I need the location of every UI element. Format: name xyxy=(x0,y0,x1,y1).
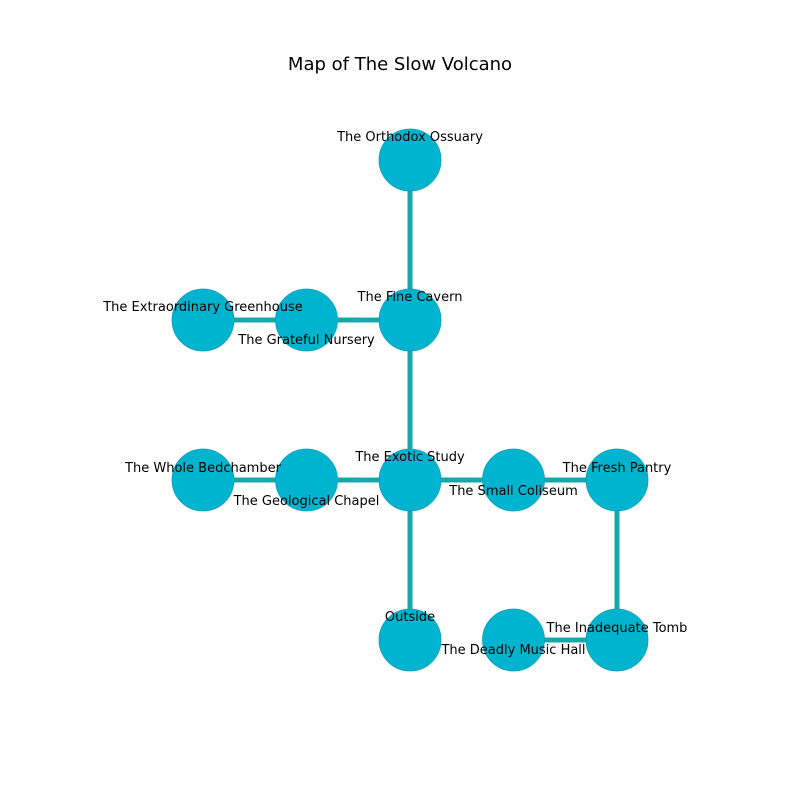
room-label-ossuary: The Orthodox Ossuary xyxy=(336,130,483,145)
room-label-nursery: The Grateful Nursery xyxy=(237,333,375,348)
room-node-outside xyxy=(378,608,442,672)
room-node-coliseum xyxy=(482,448,545,512)
connections-layer xyxy=(203,160,620,643)
room-node-greenhouse xyxy=(171,288,235,352)
room-label-bedchamber: The Whole Bedchamber xyxy=(124,461,282,476)
room-node-cavern xyxy=(378,288,442,352)
room-node-nursery xyxy=(275,288,338,352)
room-node-chapel xyxy=(275,448,338,512)
map-title: Map of The Slow Volcano xyxy=(287,54,513,75)
room-label-study: The Exotic Study xyxy=(354,450,465,465)
room-label-chapel: The Geological Chapel xyxy=(233,494,380,509)
room-node-study xyxy=(378,448,442,512)
room-label-cavern: The Fine Cavern xyxy=(357,290,463,305)
room-label-outside: Outside xyxy=(385,610,435,625)
room-node-ossuary xyxy=(378,128,442,192)
room-label-musichall: The Deadly Music Hall xyxy=(440,643,585,658)
room-label-tomb: The Inadequate Tomb xyxy=(546,621,688,636)
room-node-tomb xyxy=(585,608,649,672)
room-label-pantry: The Fresh Pantry xyxy=(562,461,672,476)
room-label-coliseum: The Small Coliseum xyxy=(448,484,577,499)
room-node-pantry xyxy=(585,448,649,512)
room-node-bedchamber xyxy=(171,448,235,512)
room-node-musichall xyxy=(482,608,545,672)
rooms-layer xyxy=(171,128,649,672)
room-label-greenhouse: The Extraordinary Greenhouse xyxy=(102,300,303,315)
